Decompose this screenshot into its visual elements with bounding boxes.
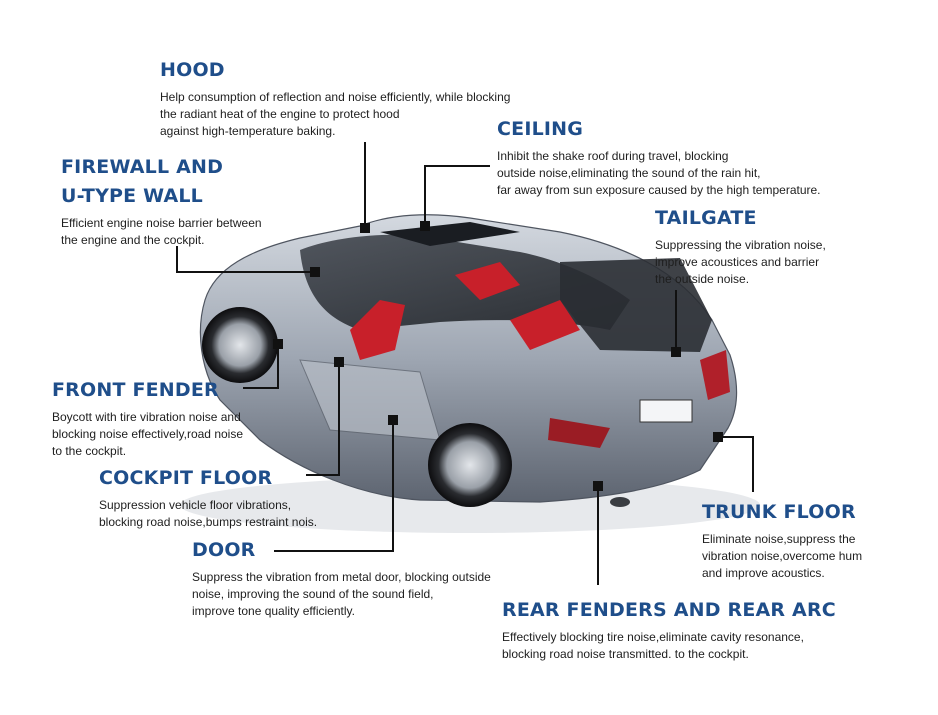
- callout-firewall-title-line2: U-TYPE WALL: [61, 185, 203, 207]
- tail-light: [700, 350, 730, 400]
- callout-firewall-title-line1: FIREWALL AND: [61, 156, 224, 178]
- callout-cockpit-floor-line: blocking road noise,bumps restraint nois…: [99, 515, 318, 529]
- callout-ceiling: CEILING Inhibit the shake roof during tr…: [497, 116, 821, 199]
- endpoint-tailgate: [671, 347, 681, 357]
- exhaust-pipe: [610, 497, 630, 507]
- callout-door: DOOR Suppress the vibration from metal d…: [192, 537, 491, 620]
- callout-hood-line: against high-temperature baking.: [160, 124, 336, 138]
- trunk-opening: [560, 258, 712, 352]
- callout-firewall-line: the engine and the cockpit.: [61, 233, 205, 247]
- callout-ceiling-line: outside noise,eliminating the sound of t…: [497, 166, 761, 180]
- tail-light-lower: [548, 418, 610, 448]
- endpoint-rear-fenders: [593, 481, 603, 491]
- sunroof: [380, 222, 520, 246]
- callout-trunk-floor-title: TRUNK FLOOR: [702, 501, 856, 523]
- callout-front-fender-line: blocking noise effectively,road noise: [52, 427, 244, 441]
- callout-door-line: noise, improving the sound of the sound …: [192, 587, 434, 601]
- callout-cockpit-floor-title: COCKPIT FLOOR: [99, 467, 273, 489]
- callout-trunk-floor: TRUNK FLOOR Eliminate noise,suppress the…: [702, 499, 862, 582]
- callout-front-fender-line: to the cockpit.: [52, 444, 127, 458]
- callout-ceiling-line: far away from sun exposure caused by the…: [497, 183, 821, 197]
- callout-hood-line: Help consumption of reflection and noise…: [160, 90, 511, 104]
- leader-ceiling: [424, 165, 490, 226]
- front-wheel: [202, 307, 278, 383]
- callout-tailgate-title: TAILGATE: [655, 207, 757, 229]
- callout-hood: HOOD Help consumption of reflection and …: [160, 57, 510, 140]
- callout-cockpit-floor-line: Suppression vehicle floor vibrations,: [99, 498, 292, 512]
- callout-front-fender-title: FRONT FENDER: [52, 379, 219, 401]
- leader-front-fender: [243, 344, 279, 389]
- leader-cockpit-floor: [306, 362, 340, 476]
- callout-firewall: FIREWALL AND U-TYPE WALL Efficient engin…: [61, 154, 262, 249]
- callout-trunk-floor-text: Eliminate noise,suppress the vibration n…: [702, 531, 862, 582]
- license-plate: [639, 399, 693, 423]
- callout-tailgate-line: the outside noise.: [655, 272, 750, 286]
- callout-ceiling-title: CEILING: [497, 118, 584, 140]
- callout-rear-fenders-text: Effectively blocking tire noise,eliminat…: [502, 629, 836, 663]
- leader-endpoints: [273, 221, 723, 491]
- rear-wheel: [428, 423, 512, 507]
- callout-rear-fenders-line: Effectively blocking tire noise,eliminat…: [502, 630, 804, 644]
- callout-door-text: Suppress the vibration from metal door, …: [192, 569, 491, 620]
- callout-cockpit-floor-text: Suppression vehicle floor vibrations, bl…: [99, 497, 317, 531]
- callout-hood-text: Help consumption of reflection and noise…: [160, 89, 510, 140]
- callout-door-line: Suppress the vibration from metal door, …: [192, 570, 491, 584]
- callout-hood-line: the radiant heat of the engine to protec…: [160, 107, 400, 121]
- leader-trunk-floor: [718, 436, 754, 492]
- endpoint-trunk-floor: [713, 432, 723, 442]
- callout-trunk-floor-line: vibration noise,overcome hum: [702, 549, 863, 563]
- callout-tailgate: TAILGATE Suppressing the vibration noise…: [655, 205, 826, 288]
- leader-lines: [176, 142, 754, 585]
- endpoint-ceiling: [420, 221, 430, 231]
- endpoint-hood: [360, 223, 370, 233]
- callout-ceiling-text: Inhibit the shake roof during travel, bl…: [497, 148, 821, 199]
- leader-firewall: [176, 246, 315, 273]
- endpoint-cockpit-floor: [334, 357, 344, 367]
- callout-front-fender-text: Boycott with tire vibration noise and bl…: [52, 409, 243, 460]
- callout-rear-fenders: REAR FENDERS AND REAR ARC Effectively bl…: [502, 597, 836, 663]
- callout-door-line: improve tone quality efficiently.: [192, 604, 355, 618]
- callout-tailgate-line: improve acoustices and barrier: [655, 255, 820, 269]
- leader-door: [274, 420, 394, 552]
- callout-firewall-line: Efficient engine noise barrier between: [61, 216, 262, 230]
- callout-cockpit-floor: COCKPIT FLOOR Suppression vehicle floor …: [99, 465, 317, 531]
- callout-rear-fenders-title: REAR FENDERS AND REAR ARC: [502, 599, 836, 621]
- callout-rear-fenders-line: blocking road noise transmitted. to the …: [502, 647, 749, 661]
- endpoint-front-fender: [273, 339, 283, 349]
- callout-door-title: DOOR: [192, 539, 256, 561]
- callout-front-fender: FRONT FENDER Boycott with tire vibration…: [52, 377, 243, 460]
- callout-trunk-floor-line: Eliminate noise,suppress the: [702, 532, 856, 546]
- seat-rear-left: [455, 262, 520, 300]
- endpoint-door: [388, 415, 398, 425]
- callout-tailgate-line: Suppressing the vibration noise,: [655, 238, 826, 252]
- callout-firewall-text: Efficient engine noise barrier between t…: [61, 215, 262, 249]
- seat-front: [350, 300, 405, 360]
- callout-trunk-floor-line: and improve acoustics.: [702, 566, 825, 580]
- seat-rear-right: [510, 300, 580, 350]
- callout-hood-title: HOOD: [160, 59, 225, 81]
- callout-tailgate-text: Suppressing the vibration noise, improve…: [655, 237, 826, 288]
- callout-ceiling-line: Inhibit the shake roof during travel, bl…: [497, 149, 729, 163]
- callout-front-fender-line: Boycott with tire vibration noise and: [52, 410, 241, 424]
- endpoint-firewall: [310, 267, 320, 277]
